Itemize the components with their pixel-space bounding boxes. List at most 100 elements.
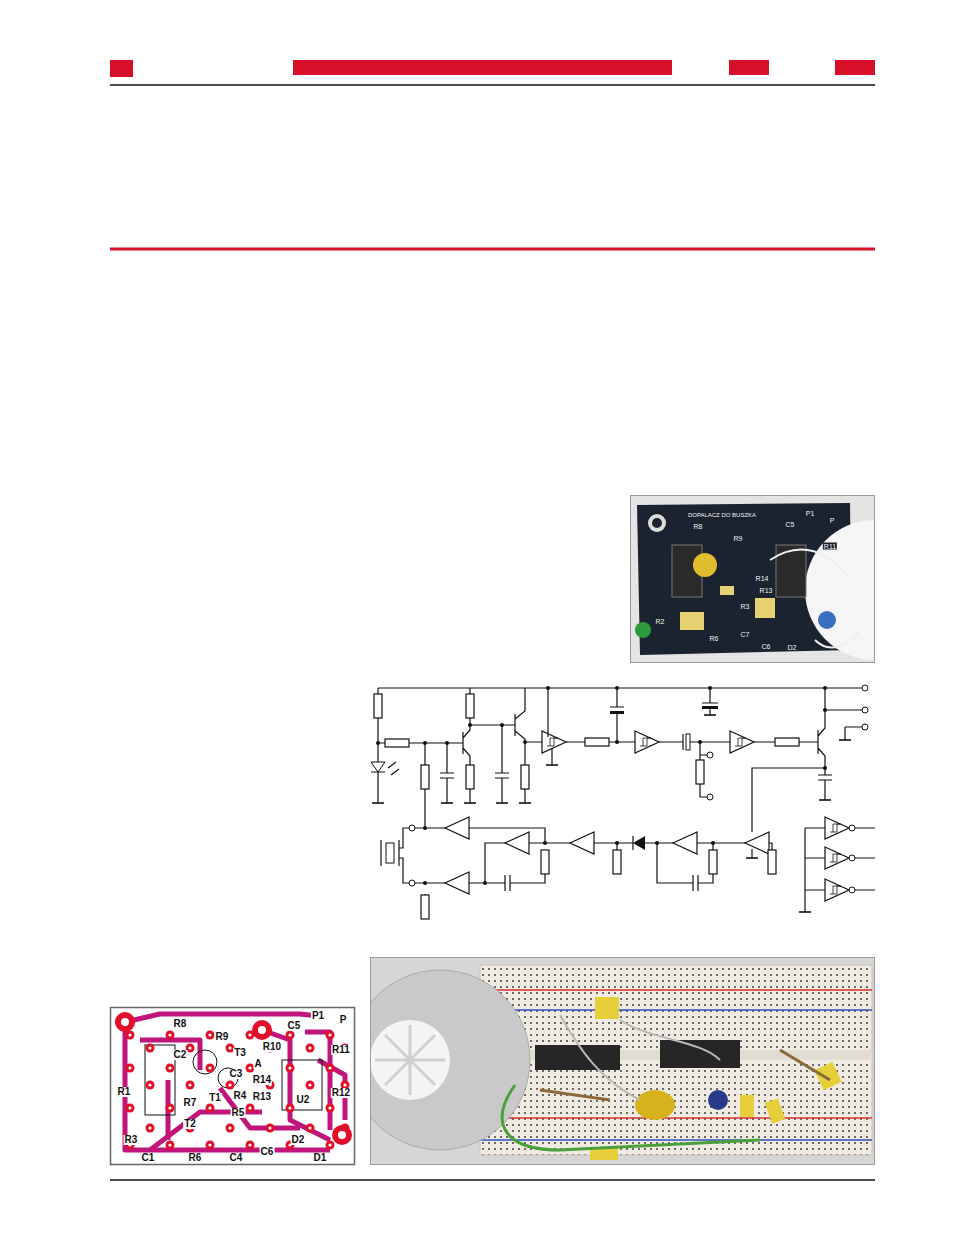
- drawing-circle: [326, 1141, 335, 1150]
- drawing-g: [166, 1031, 175, 1040]
- drawing-path: [415, 828, 545, 905]
- part-label: P1: [311, 1011, 325, 1021]
- drawing-use: [519, 803, 531, 804]
- drawing-circle: [693, 553, 717, 577]
- drawing-circle: [258, 1026, 266, 1034]
- drawing-path: [633, 836, 645, 850]
- drawing-circle: [306, 1081, 315, 1090]
- drawing-circle: [266, 1124, 275, 1133]
- part-label: C5: [785, 521, 796, 528]
- drawing-circle: [328, 1143, 331, 1146]
- part-label: R1: [117, 1087, 132, 1097]
- drawing-use: [546, 765, 558, 766]
- drawing-circle: [208, 1033, 211, 1036]
- drawing-line: [110, 84, 875, 86]
- part-label: R3: [740, 603, 751, 610]
- drawing-use: [768, 850, 776, 874]
- drawing-path: [633, 836, 673, 850]
- drawing-circle: [823, 686, 827, 690]
- drawing-g: [126, 1104, 135, 1113]
- drawing-path: [371, 762, 385, 772]
- drawing-g: [206, 1031, 215, 1040]
- part-label: C1: [141, 1153, 156, 1163]
- part-label: C3: [229, 1069, 244, 1079]
- drawing-circle: [228, 1126, 231, 1129]
- drawing-use: [775, 738, 799, 746]
- drawing-circle: [146, 1124, 155, 1133]
- drawing-line: [480, 1117, 872, 1119]
- drawing-rect: [835, 60, 875, 75]
- part-label: R5: [231, 1108, 246, 1118]
- part-label: R8: [173, 1019, 188, 1029]
- drawing-circle: [338, 1131, 346, 1139]
- drawing-use: [704, 715, 716, 716]
- drawing-circle: [500, 723, 504, 727]
- part-label: R14: [755, 575, 770, 582]
- drawing-circle: [862, 724, 868, 730]
- drawing-circle: [166, 1141, 175, 1150]
- drawing-use: [541, 850, 549, 874]
- part-label: D1: [313, 1153, 328, 1163]
- drawing-use: [709, 850, 717, 874]
- part-label: D2: [787, 644, 798, 651]
- drawing-use: [570, 832, 594, 854]
- drawing-path: [495, 725, 509, 803]
- drawing-circle: [126, 1031, 135, 1040]
- drawing-path: [125, 1022, 330, 1150]
- drawing-g: [306, 1124, 315, 1133]
- drawing-path: [815, 630, 860, 647]
- drawing-circle: [862, 685, 868, 691]
- part-label: R9: [733, 535, 744, 542]
- drawing-use: [372, 803, 384, 804]
- drawing-path: [375, 1025, 445, 1095]
- drawing-path: [378, 687, 862, 688]
- drawing-circle: [409, 825, 415, 831]
- drawing-rect: [720, 586, 734, 595]
- part-label: R9: [215, 1032, 230, 1042]
- drawing-circle: [193, 1050, 217, 1074]
- drawing-circle: [188, 1083, 191, 1086]
- drawing-circle: [635, 622, 651, 638]
- part-label: R11: [331, 1045, 351, 1055]
- drawing-g: [635, 503, 874, 660]
- drawing-path: [371, 762, 399, 775]
- drawing-rect: [293, 60, 672, 75]
- drawing-g: [246, 1104, 255, 1113]
- drawing-g: [146, 1081, 155, 1090]
- drawing-circle: [326, 1104, 335, 1113]
- drawing-circle: [228, 1046, 231, 1049]
- drawing-line: [480, 1009, 872, 1011]
- drawing-circle: [248, 1143, 251, 1146]
- drawing-path: [770, 550, 850, 580]
- drawing-path: [610, 688, 624, 742]
- drawing-circle: [711, 841, 715, 845]
- drawing-circle: [328, 1033, 331, 1036]
- drawing-circle: [288, 1066, 291, 1069]
- drawing-rect: [686, 734, 690, 750]
- part-label: R3: [124, 1135, 139, 1145]
- drawing-circle: [186, 1081, 195, 1090]
- drawing-circle: [208, 1106, 211, 1109]
- drawing-use: [445, 872, 469, 894]
- drawing-circle: [286, 1104, 295, 1113]
- drawing-use: [441, 803, 453, 804]
- schematic: [371, 685, 875, 919]
- drawing-use: [496, 803, 508, 804]
- drawing-use: [673, 832, 697, 854]
- drawing-use: [799, 912, 811, 913]
- drawing-path: [659, 734, 730, 750]
- drawing-rect: [702, 706, 718, 709]
- drawing-circle: [648, 514, 666, 532]
- part-label: R11: [823, 543, 837, 550]
- drawing-circle: [128, 1066, 131, 1069]
- drawing-circle: [332, 1125, 352, 1145]
- drawing-rect: [765, 1098, 786, 1123]
- drawing-g: [266, 1124, 275, 1133]
- drawing-circle: [371, 1020, 450, 1100]
- part-label: P: [339, 1015, 348, 1025]
- drawing-use: [839, 740, 851, 741]
- drawing-use: [421, 765, 429, 789]
- drawing-path: [560, 1015, 640, 1100]
- drawing-circle: [409, 880, 415, 886]
- part-label: A: [253, 1059, 262, 1069]
